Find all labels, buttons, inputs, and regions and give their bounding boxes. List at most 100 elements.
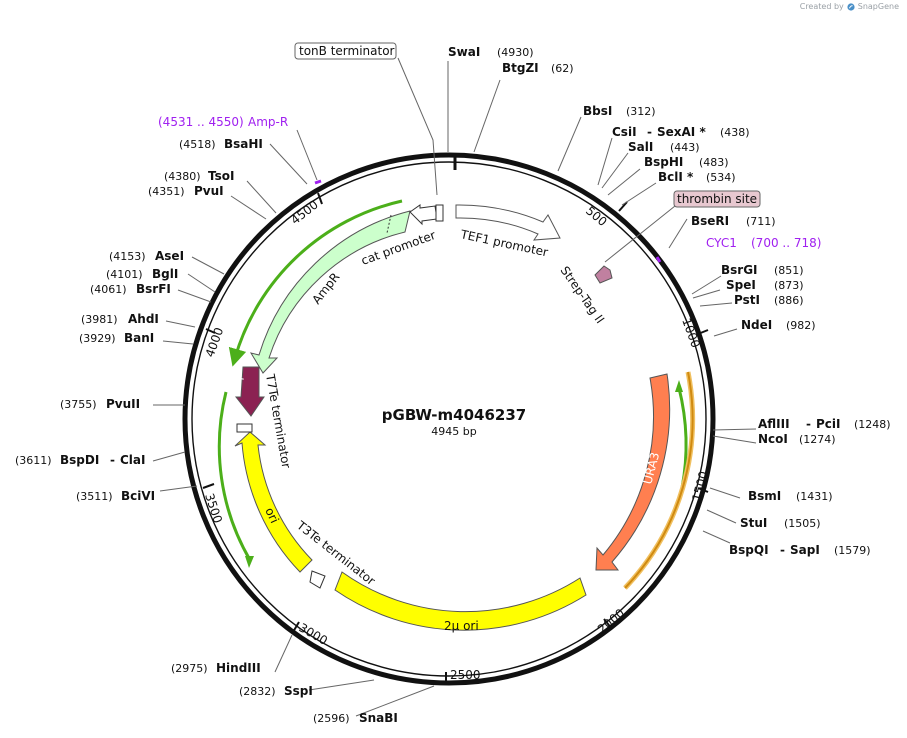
leader-lines <box>152 57 757 717</box>
site-psti-pos: (886) <box>774 294 804 307</box>
site-bani[interactable]: BanI <box>124 331 154 345</box>
ampr-feature[interactable] <box>249 210 411 374</box>
cyc1-primer-name: CYC1 <box>706 236 737 250</box>
thrombin-site-box[interactable] <box>673 190 761 208</box>
site-btgzi[interactable]: BtgZI <box>502 61 539 75</box>
ori-green-line <box>217 391 252 561</box>
tef1-promoter-feature[interactable] <box>455 204 561 241</box>
tick-label-4500: 4500 <box>288 198 321 228</box>
site-bbsi[interactable]: BbsI <box>583 104 612 118</box>
site-csii-sep: - <box>647 125 652 139</box>
rop-feature[interactable] <box>234 366 265 417</box>
site-bcivi-pos: (3511) <box>76 490 113 503</box>
thrombin-site-label: thrombin site <box>677 192 757 206</box>
site-ahdi-pos: (3981) <box>81 313 118 326</box>
site-bsrfi-pos: (4061) <box>90 283 127 296</box>
ampr-primer-line <box>228 199 403 367</box>
tonb-terminator-label: tonB terminator <box>299 44 395 58</box>
ura3-feature[interactable] <box>595 373 671 571</box>
ori-green-arrow <box>245 556 254 568</box>
site-bsrfi[interactable]: BsrFI <box>136 282 171 296</box>
site-bsmi[interactable]: BsmI <box>748 489 781 503</box>
site-bsahi[interactable]: BsaHI <box>224 137 263 151</box>
site-csii[interactable]: CsiI <box>612 125 637 139</box>
site-bsahi-pos: (4518) <box>179 138 216 151</box>
site-sapi[interactable]: SapI <box>790 543 820 557</box>
brand-name: SnapGene <box>857 2 899 11</box>
site-ndei[interactable]: NdeI <box>741 318 772 332</box>
site-snabi-pos: (2596) <box>313 712 350 725</box>
ampr-primer-range: (4531 .. 4550) <box>158 115 244 129</box>
site-ncoi[interactable]: NcoI <box>758 432 788 446</box>
site-bcli[interactable]: BclI * <box>658 170 694 184</box>
site-spei[interactable]: SpeI <box>726 278 756 292</box>
site-clai[interactable]: ClaI <box>120 453 145 467</box>
site-pcii[interactable]: PciI <box>816 417 841 431</box>
two-micron-ori-feature[interactable] <box>334 571 587 631</box>
site-sali[interactable]: SalI <box>628 140 653 154</box>
site-psti[interactable]: PstI <box>734 293 760 307</box>
ori-label: ori <box>262 505 281 525</box>
plasmid-name: pGBW-m4046237 <box>382 406 526 424</box>
site-afliii-sep: - <box>806 417 811 431</box>
site-sspi[interactable]: SspI <box>284 684 313 698</box>
site-sspi-pos: (2832) <box>239 685 276 698</box>
site-pvui[interactable]: PvuI <box>194 184 224 198</box>
strep-tag-feature[interactable] <box>594 265 613 284</box>
site-ndei-pos: (982) <box>786 319 816 332</box>
cyc1-primer-mark <box>655 256 662 263</box>
cat-promoter-feature[interactable] <box>409 204 438 226</box>
site-bspqi[interactable]: BspQI <box>729 543 769 557</box>
rop-label: rop <box>228 371 245 392</box>
site-swai[interactable]: SwaI <box>448 45 480 59</box>
site-pvuii[interactable]: PvuII <box>106 397 140 411</box>
snapgene-logo-icon <box>847 2 855 11</box>
site-hindiii-pos: (2975) <box>171 662 208 675</box>
site-hindiii[interactable]: HindIII <box>216 661 261 675</box>
site-stui-pos: (1505) <box>784 517 821 530</box>
tick-label-2500: 2500 <box>450 668 481 682</box>
cyc1-orange-line <box>624 371 694 589</box>
site-spei-pos: (873) <box>774 279 804 292</box>
tonb-terminator-feature[interactable] <box>435 204 444 222</box>
tonb-terminator-box[interactable] <box>294 42 397 60</box>
site-stui[interactable]: StuI <box>740 516 767 530</box>
site-pvui-pos: (4351) <box>148 185 185 198</box>
t7te-label: T7Te terminator <box>263 372 294 469</box>
backbone-inner <box>191 161 707 677</box>
site-afliii-pos: (1248) <box>854 418 891 431</box>
cyc1-primer-range: (700 .. 718) <box>751 236 821 250</box>
backbone-outer <box>182 152 716 686</box>
site-bsphi[interactable]: BspHI <box>644 155 683 169</box>
brand-prefix: Created by <box>799 2 844 11</box>
site-bseri[interactable]: BseRI <box>691 214 729 228</box>
tick-label-1500: 1500 <box>689 470 710 503</box>
site-bsmi-pos: (1431) <box>796 490 833 503</box>
site-bspdi[interactable]: BspDI <box>60 453 99 467</box>
site-bspdi-pos: (3611) <box>15 454 52 467</box>
site-afliii[interactable]: AflIII <box>758 417 790 431</box>
t7te-terminator-feature[interactable] <box>236 423 253 433</box>
site-bcivi[interactable]: BciVI <box>121 489 155 503</box>
site-bcli-pos: (534) <box>706 171 736 184</box>
ori-feature[interactable] <box>234 431 313 573</box>
site-bbsi-pos: (312) <box>626 105 656 118</box>
site-bsrgi[interactable]: BsrGI <box>721 263 758 277</box>
ampr-primer-name: Amp-R <box>248 115 288 129</box>
tick-label-4000: 4000 <box>203 326 227 359</box>
site-asei[interactable]: AseI <box>155 249 184 263</box>
site-bspqi-pos: (1579) <box>834 544 871 557</box>
site-ahdi[interactable]: AhdI <box>128 312 159 326</box>
site-ncoi-pos: (1274) <box>799 433 836 446</box>
site-asei-pos: (4153) <box>109 250 146 263</box>
site-bgli[interactable]: BglI <box>152 267 178 281</box>
snapgene-brand: Created by SnapGene <box>800 2 899 11</box>
site-sexai[interactable]: SexAI * <box>657 125 706 139</box>
tick-label-1000: 1000 <box>679 316 703 349</box>
site-bsphi-pos: (483) <box>699 156 729 169</box>
site-snabi[interactable]: SnaBI <box>359 711 398 725</box>
plasmid-length: 4945 bp <box>431 425 476 438</box>
t3te-terminator-feature[interactable] <box>309 570 326 589</box>
site-tsoi[interactable]: TsoI <box>208 169 234 183</box>
ampr-cat-divider <box>386 214 392 234</box>
